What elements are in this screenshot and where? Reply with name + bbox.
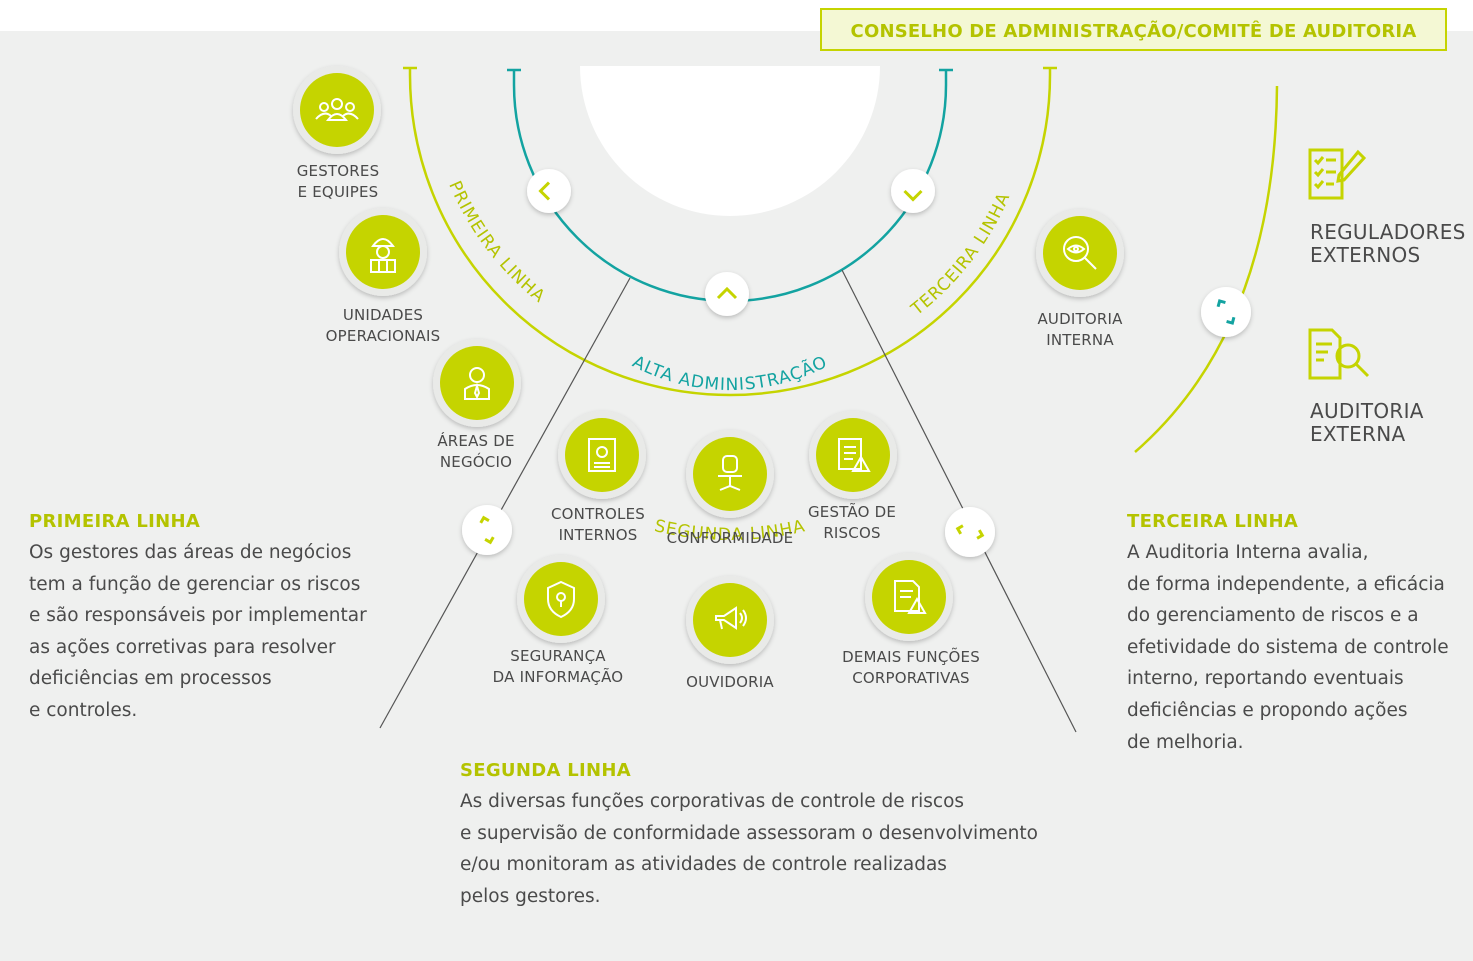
connector-bottom-icon [705, 272, 749, 316]
segunda-linha-title: SEGUNDA LINHA [460, 760, 631, 781]
demais-label: DEMAIS FUNÇÕES CORPORATIVAS [842, 648, 980, 687]
reguladores-label: REGULADORES EXTERNOS [1310, 220, 1466, 267]
primeira-pointer-line [379, 277, 631, 729]
areas-label: ÁREAS DE NEGÓCIO [437, 432, 515, 471]
gestores-label: GESTORES E EQUIPES [296, 162, 380, 201]
checklist-warning-icon [809, 411, 897, 499]
office-chair-icon [686, 430, 774, 518]
external-arc [1134, 85, 1279, 453]
connector-external-icon [1201, 287, 1251, 337]
alta-administracao-label: ALTA ADMINISTRAÇÃO [629, 352, 830, 395]
megaphone-icon [686, 576, 774, 664]
board-committee-label: CONSELHO DE ADMINISTRAÇÃO/COMITÊ DE AUDI… [850, 21, 1417, 42]
seguranca-label: SEGURANÇA DA INFORMAÇÃO [492, 647, 624, 686]
document-search-icon [1308, 328, 1370, 380]
connector-right-icon [891, 169, 935, 213]
shield-lock-icon [517, 555, 605, 643]
connector-primeira-icon [462, 505, 512, 555]
segunda-linha-arc [408, 68, 1052, 397]
document-warning-icon [865, 553, 953, 641]
worker-helmet-icon [339, 208, 427, 296]
checklist-pen-icon [1308, 148, 1367, 200]
terceira-linha-title: TERCEIRA LINHA [1127, 511, 1299, 532]
segunda-linha-text: As diversas funções corporativas de cont… [460, 791, 1038, 907]
gestao-label: GESTÃO DE RISCOS [807, 503, 897, 542]
central-half-circle [580, 66, 880, 216]
board-committee-box: CONSELHO DE ADMINISTRAÇÃO/COMITÊ DE AUDI… [820, 8, 1447, 51]
terceira-linha-text: A Auditoria Interna avalia, de forma ind… [1127, 542, 1449, 753]
connector-terceira-icon [945, 507, 995, 557]
controles-label: CONTROLES INTERNOS [550, 505, 646, 544]
svg-text:ALTA ADMINISTRAÇÃO: ALTA ADMINISTRAÇÃO [629, 352, 831, 395]
document-gear-icon [558, 411, 646, 499]
auditoria-interna-label: AUDITORIA INTERNA [1037, 310, 1123, 349]
unidades-label: UNIDADES OPERACIONAIS [325, 306, 441, 345]
magnifier-eye-icon [1036, 209, 1124, 297]
auditoria-externa-label: AUDITORIA EXTERNA [1310, 399, 1424, 446]
primeira-linha-text: Os gestores das áreas de negócios tem a … [29, 542, 367, 721]
conformidade-label: CONFORMIDADE [666, 529, 794, 547]
people-group-icon [293, 66, 381, 154]
business-person-icon [433, 339, 521, 427]
ouvidoria-label: OUVIDORIA [686, 673, 774, 691]
connector-left-icon [527, 169, 571, 213]
terceira-pointer-line [841, 269, 1077, 733]
primeira-linha-title: PRIMEIRA LINHA [29, 511, 201, 532]
